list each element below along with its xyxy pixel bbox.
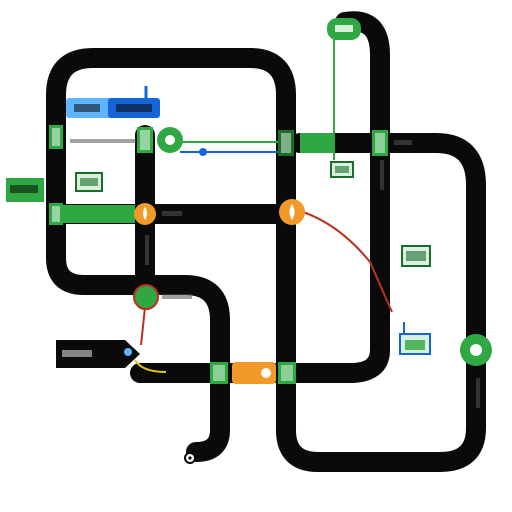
transfer-stations (49, 125, 388, 384)
map-pin-icon[interactable] (184, 452, 196, 464)
station-left-middle (49, 203, 63, 225)
connector-lines (134, 35, 393, 373)
track-label-marks (70, 139, 480, 408)
station-right-top (372, 130, 388, 156)
station-left-top (49, 125, 63, 149)
track-outer-loop (46, 48, 296, 220)
map-pin-icon[interactable] (133, 284, 159, 310)
track-left-lower (46, 200, 230, 462)
green-segment-left (63, 205, 135, 223)
station-bottom-left (210, 362, 228, 384)
green-label-box (6, 178, 44, 202)
bus-icon (75, 172, 103, 192)
station-bottom-right (278, 362, 296, 384)
track-lines (46, 11, 486, 472)
station-inner-top (137, 127, 153, 153)
arrow-icon (56, 340, 140, 368)
station-icon (399, 322, 431, 355)
highlighted-segments (63, 133, 334, 223)
map-pin-icon[interactable] (232, 362, 276, 384)
station-icons (75, 161, 431, 355)
map-pin-icon[interactable] (134, 203, 156, 225)
bus-icon (330, 161, 354, 178)
green-segment-top-right (300, 133, 334, 153)
map-pin-icon[interactable] (460, 334, 492, 366)
track-right-vertical (276, 120, 486, 472)
map-pin-icon[interactable] (327, 18, 361, 40)
blue-label-bars (66, 86, 160, 118)
red-connector-diagonal (302, 211, 393, 313)
map-pin-icon[interactable] (157, 127, 183, 153)
blue-node (199, 148, 207, 156)
station-center-top (278, 130, 294, 156)
yellow-connector (134, 359, 167, 373)
bus-icon (401, 245, 431, 267)
map-pins (133, 18, 492, 464)
map-pin-icon[interactable] (279, 199, 305, 225)
track-top-right-loop (130, 11, 390, 383)
direction-arrow (56, 340, 140, 368)
